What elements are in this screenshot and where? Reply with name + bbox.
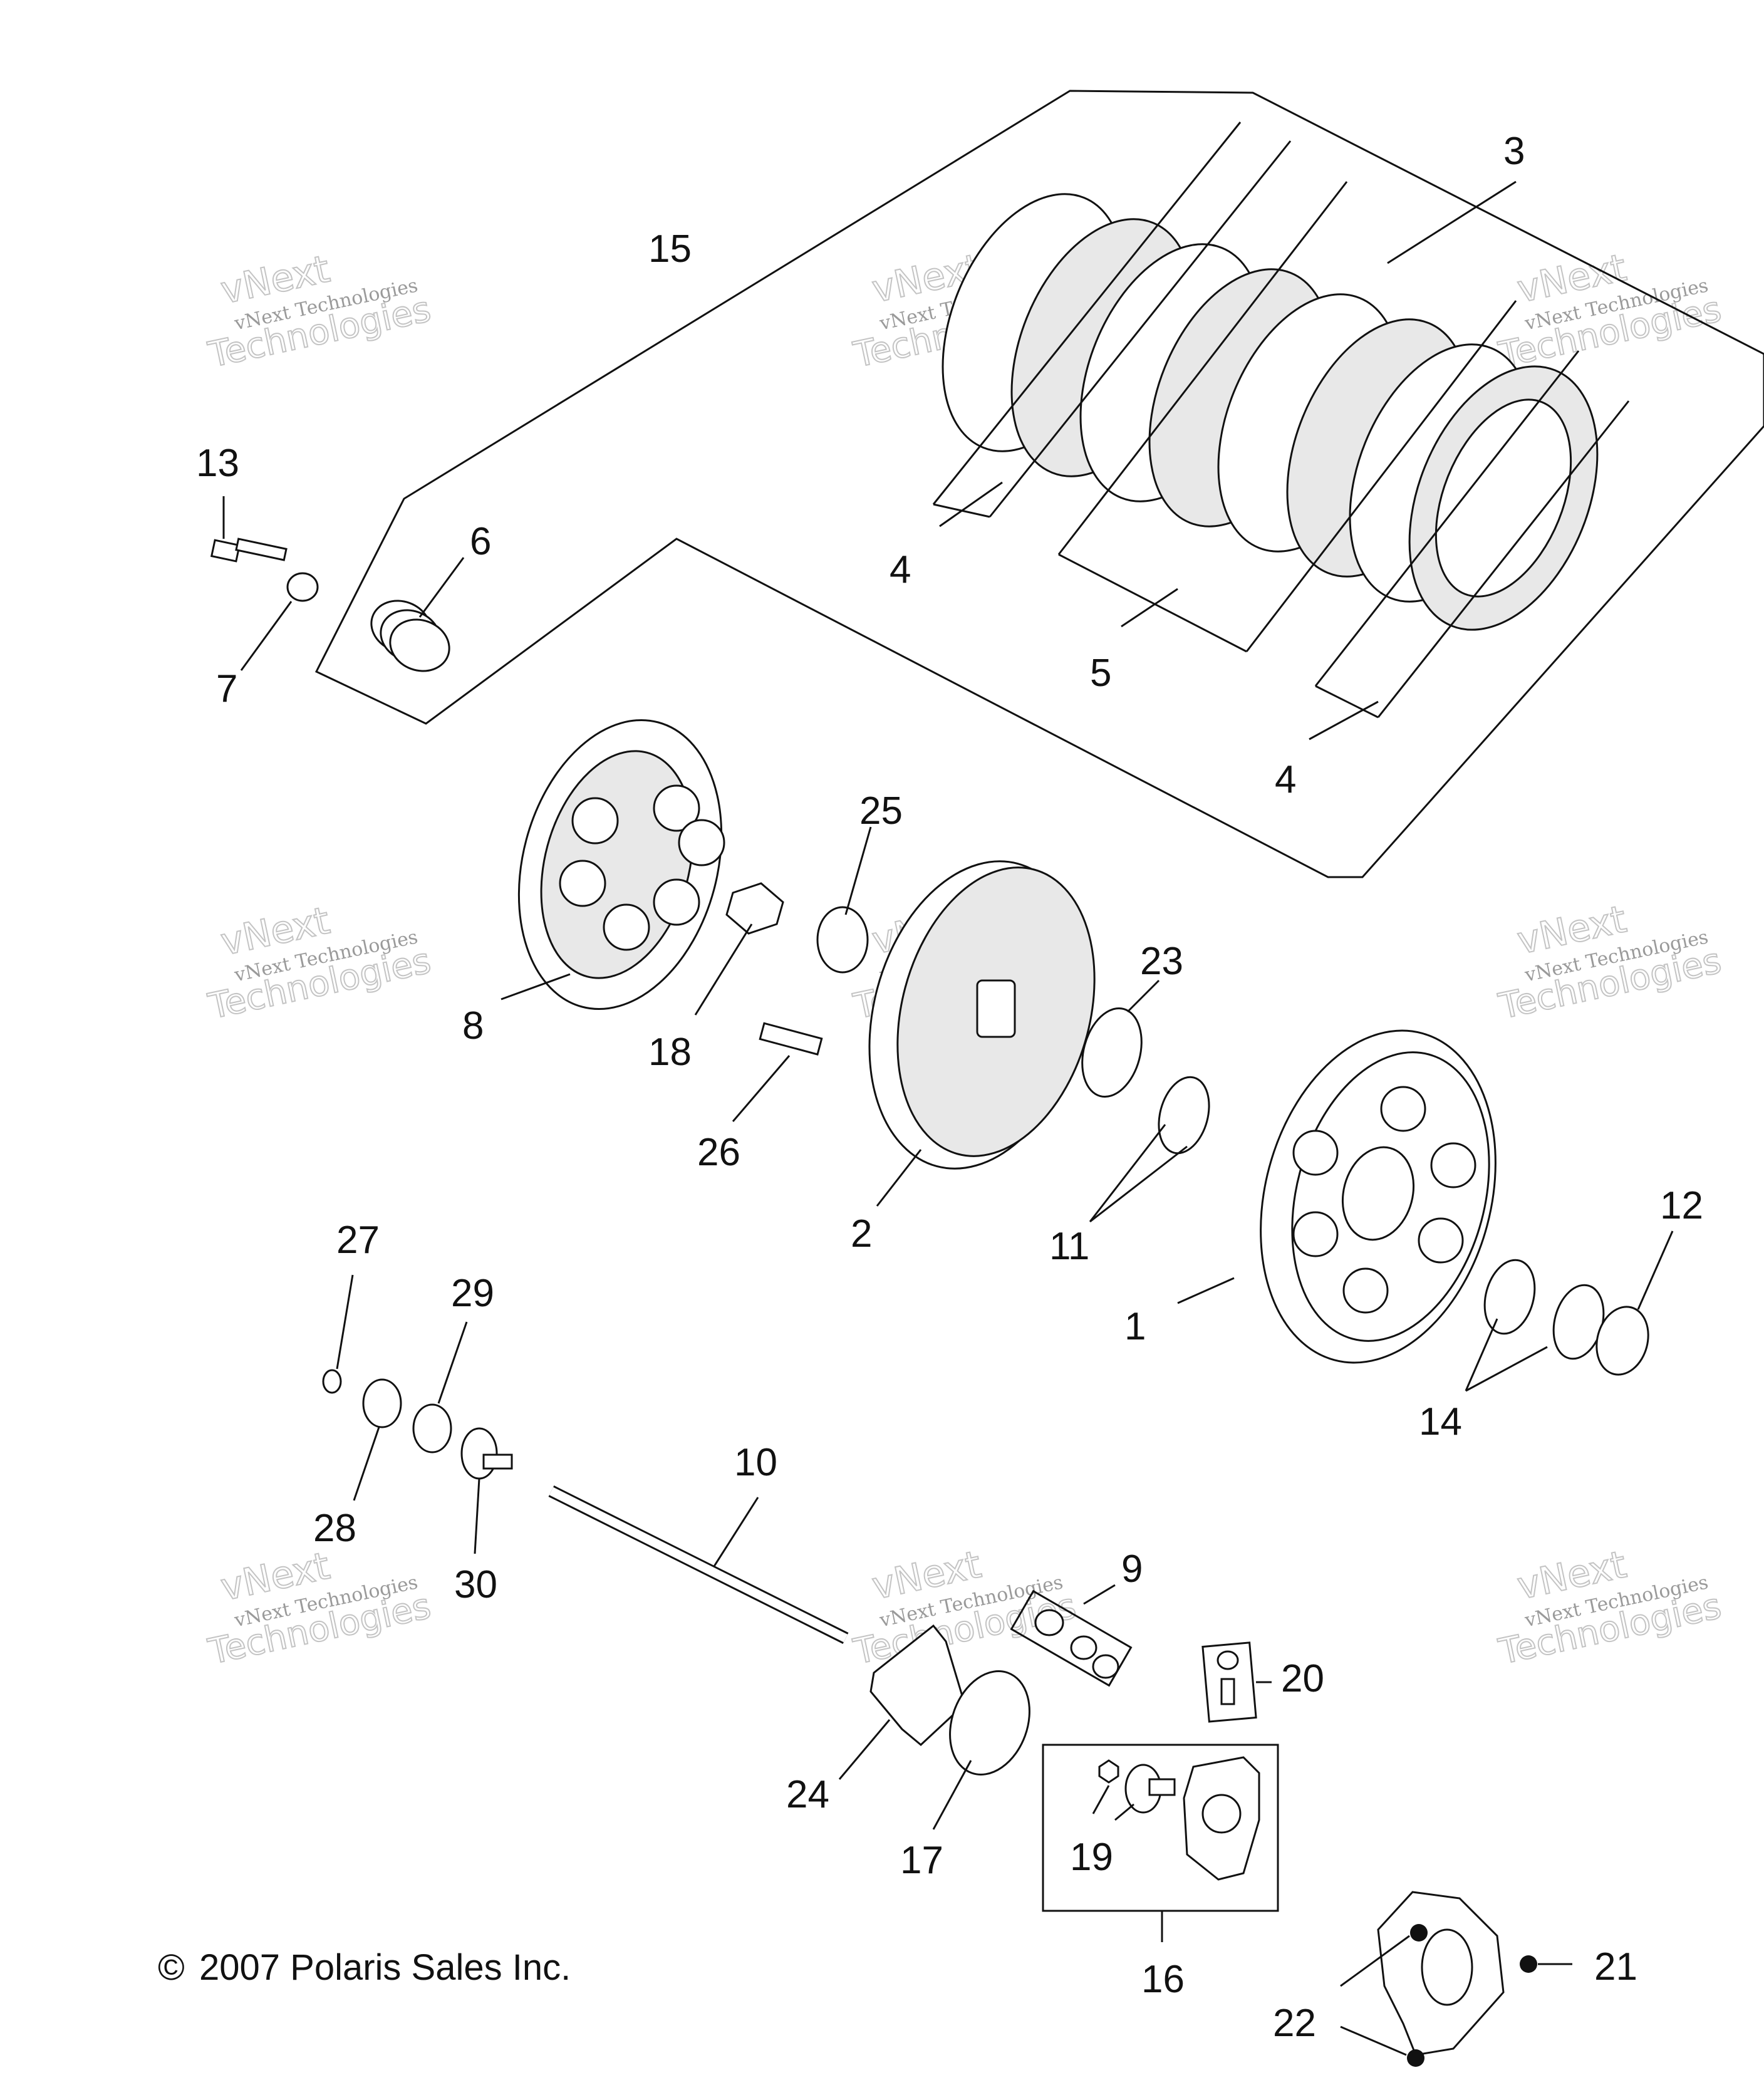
watermark: vNext Technologies vNext Technologies <box>1495 1542 1725 1673</box>
leader-1 <box>1177 1277 1235 1304</box>
callout-19: 19 <box>1070 1836 1113 1879</box>
part-19-cap <box>1098 1759 1119 1784</box>
watermark: vNext Technologies vNext Technologies <box>1495 245 1725 376</box>
copyright-text: 2007 Polaris Sales Inc. <box>199 1947 571 1988</box>
callout-4: 4 <box>890 548 911 591</box>
bracket-lines-5 <box>1057 181 1517 653</box>
pushrod-piece-30 <box>460 1427 513 1480</box>
leader-30 <box>474 1478 480 1554</box>
copyright-notice: © 2007 Polaris Sales Inc. <box>158 1947 571 1988</box>
leader-7 <box>240 601 293 671</box>
washer-23 <box>1081 1007 1143 1098</box>
callout-10: 10 <box>734 1441 777 1484</box>
washer-28 <box>362 1378 402 1428</box>
seal-kit-9 <box>1010 1589 1133 1687</box>
callout-11: 11 <box>1049 1225 1089 1268</box>
callout-15: 15 <box>648 227 692 271</box>
callout-labels: 1 2 3 4 4 5 6 7 8 9 10 11 12 13 14 15 16… <box>196 130 1703 2045</box>
leader-11 <box>1089 1124 1188 1223</box>
leader-19 <box>1092 1785 1134 1821</box>
copyright-symbol: © <box>158 1947 185 1988</box>
leader-28 <box>353 1427 380 1501</box>
bushings-14 <box>1483 1259 1605 1360</box>
leader-17 <box>932 1760 972 1830</box>
callout-14: 14 <box>1419 1400 1462 1443</box>
callout-17: 17 <box>900 1839 943 1882</box>
leader-25 <box>844 826 872 915</box>
leader-27 <box>336 1274 354 1370</box>
watermark: vNext Technologies vNext Technologies <box>204 898 435 1027</box>
part-19-piston <box>1124 1764 1176 1814</box>
washer-29 <box>412 1403 452 1453</box>
kit-box-16 <box>1042 1744 1279 1912</box>
washer-12 <box>1595 1306 1649 1376</box>
callout-3: 3 <box>1503 130 1525 173</box>
lock-washer-25 <box>816 906 869 974</box>
clutch-disc-stack <box>942 193 1599 631</box>
leader-2 <box>876 1149 922 1207</box>
callout-24: 24 <box>786 1773 829 1816</box>
kit-20 <box>1201 1641 1257 1723</box>
watermark: vNext Technologies vNext Technologies <box>1495 897 1725 1027</box>
leader-6 <box>418 557 465 618</box>
cover-21 <box>1377 1891 1537 2067</box>
nut-18 <box>725 882 784 935</box>
bolt-hole <box>1410 1924 1428 1942</box>
watermark: vNext Technologies vNext Technologies <box>204 246 435 376</box>
callout-16: 16 <box>1141 1958 1185 2001</box>
callout-28: 28 <box>313 1507 356 1550</box>
gasket-24 <box>869 1624 966 1746</box>
clutch-hub-2 <box>868 860 1096 1170</box>
callout-4: 4 <box>1275 758 1296 801</box>
leader-8 <box>501 973 571 1001</box>
pin-26 <box>759 1022 823 1056</box>
bolt-hole <box>1407 2049 1424 2067</box>
pressure-plate-8 <box>517 719 725 1011</box>
callout-2: 2 <box>851 1212 872 1256</box>
callout-5: 5 <box>1090 652 1111 695</box>
nut-7 <box>286 572 319 602</box>
callout-25: 25 <box>859 789 903 833</box>
leader-24 <box>838 1719 891 1780</box>
leader-22 <box>1340 1935 1410 2056</box>
leader-10 <box>713 1497 759 1567</box>
callout-23: 23 <box>1140 940 1183 983</box>
leader-18 <box>694 923 753 1016</box>
callout-27: 27 <box>336 1219 380 1262</box>
callout-20: 20 <box>1281 1657 1324 1700</box>
bolt-hole <box>1520 1955 1537 1973</box>
leader-12 <box>1637 1230 1674 1310</box>
callout-26: 26 <box>697 1131 740 1174</box>
callout-8: 8 <box>462 1004 484 1048</box>
callout-12: 12 <box>1660 1184 1703 1227</box>
bracket-lines-4-top <box>932 122 1292 528</box>
leader-14 <box>1465 1318 1548 1392</box>
callout-29: 29 <box>451 1272 494 1315</box>
callout-22: 22 <box>1273 2002 1316 2045</box>
bracket-lines-4-bottom <box>1309 350 1630 741</box>
callout-7: 7 <box>216 667 237 710</box>
leader-9 <box>1083 1584 1116 1605</box>
callout-9: 9 <box>1121 1547 1143 1591</box>
leader-29 <box>437 1321 468 1404</box>
callout-1: 1 <box>1124 1305 1146 1348</box>
leader-23 <box>1126 979 1160 1013</box>
o-ring-17 <box>949 1670 1030 1776</box>
kit-outline-15 <box>314 90 1764 878</box>
clip-27 <box>322 1369 342 1394</box>
callout-6: 6 <box>470 520 491 563</box>
snap-ring-11 <box>1158 1076 1210 1155</box>
bolt-13 <box>210 538 288 563</box>
leader-3 <box>1387 180 1517 264</box>
clutch-basket-1 <box>1260 1029 1497 1364</box>
spring-6 <box>370 600 450 672</box>
callout-21: 21 <box>1594 1945 1637 1989</box>
watermark: vNext Technologies vNext Technologies <box>849 1542 1080 1673</box>
callout-13: 13 <box>196 442 239 485</box>
callout-18: 18 <box>648 1031 692 1074</box>
callout-30: 30 <box>454 1563 497 1606</box>
leader-26 <box>732 1055 791 1122</box>
